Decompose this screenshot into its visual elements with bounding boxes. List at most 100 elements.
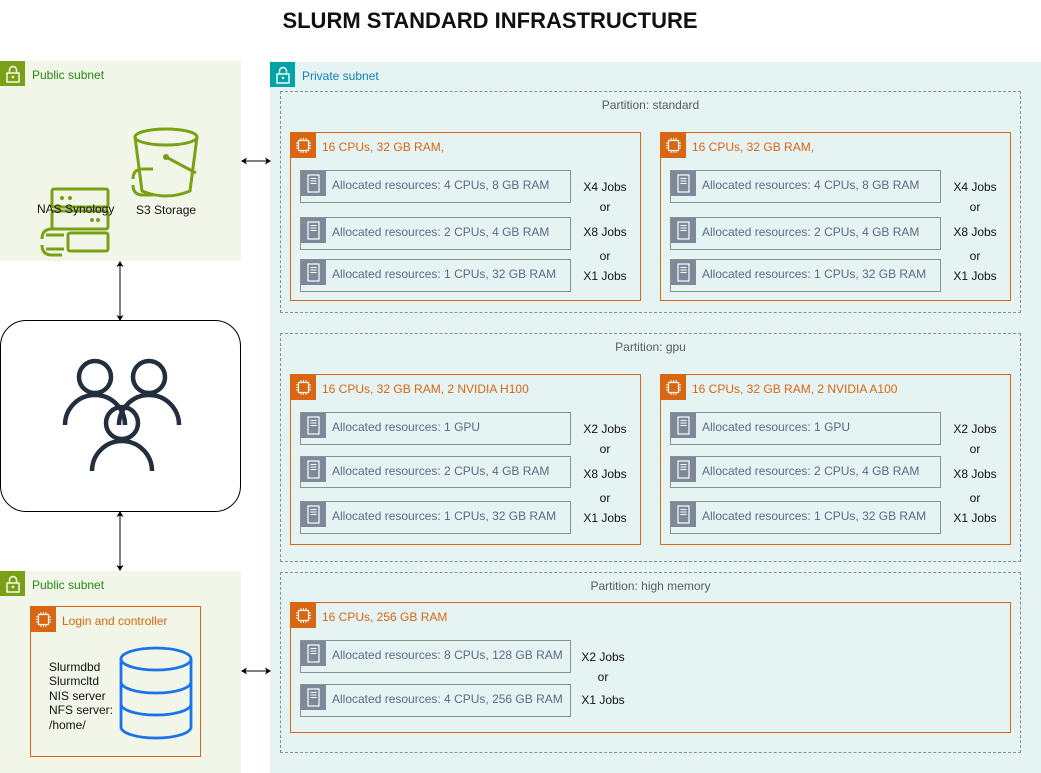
server-icon: [671, 260, 696, 285]
job-count-label: X8 Jobs: [953, 467, 997, 481]
compute-node[interactable]: 16 CPUs, 32 GB RAM,: [290, 132, 641, 301]
service-home-path: /home/: [49, 718, 86, 732]
or-label: or: [599, 491, 611, 505]
node-spec-label: 16 CPUs, 256 GB RAM: [322, 610, 448, 624]
job-count-label: X2 Jobs: [953, 422, 997, 436]
login-controller-node[interactable]: Login and controller Slurmdbd Slurmcltd …: [30, 606, 201, 757]
service-nfs-server: NFS server:: [49, 703, 114, 717]
allocated-resources-box[interactable]: Allocated resources: 1 CPUs, 32 GB RAM: [300, 259, 571, 292]
node-spec-label: 16 CPUs, 32 GB RAM,: [322, 140, 445, 154]
or-label: or: [597, 670, 609, 684]
public-subnet-label: Public subnet: [32, 578, 105, 592]
job-count-label: X2 Jobs: [583, 422, 627, 436]
arrow-storage-private: [241, 157, 271, 165]
users-group-icon[interactable]: [61, 355, 183, 475]
allocated-resources-label: Allocated resources: 2 CPUs, 4 GB RAM: [332, 225, 550, 239]
or-label: or: [969, 442, 981, 456]
server-icon: [671, 413, 696, 438]
cpu-chip-icon: [291, 375, 316, 400]
allocated-resources-label: Allocated resources: 4 CPUs, 8 GB RAM: [332, 178, 550, 192]
or-label: or: [599, 442, 611, 456]
partition-label: Partition: standard: [601, 98, 700, 112]
allocated-resources-label: Allocated resources: 1 GPU: [702, 420, 851, 434]
allocated-resources-label: Allocated resources: 1 CPUs, 32 GB RAM: [702, 267, 927, 281]
s3-storage-label: S3 Storage: [136, 203, 197, 217]
allocated-resources-box[interactable]: Allocated resources: 1 CPUs, 32 GB RAM: [670, 259, 941, 292]
job-count-label: X1 Jobs: [581, 693, 625, 707]
partition-box: Partition: gpu: [280, 333, 1021, 562]
allocated-resources-box[interactable]: Allocated resources: 4 CPUs, 256 GB RAM: [300, 684, 571, 717]
login-controller-label: Login and controller: [62, 614, 168, 628]
s3-bucket-icon[interactable]: [130, 127, 202, 199]
job-count-label: X1 Jobs: [953, 269, 997, 283]
node-spec-label: 16 CPUs, 32 GB RAM, 2 NVIDIA A100: [692, 382, 898, 396]
cpu-chip-icon: [291, 603, 316, 628]
compute-node[interactable]: 16 CPUs, 32 GB RAM,: [660, 132, 1011, 301]
or-label: or: [599, 200, 611, 214]
allocated-resources-box[interactable]: Allocated resources: 2 CPUs, 4 GB RAM: [670, 217, 941, 250]
allocated-resources-box[interactable]: Allocated resources: 2 CPUs, 4 GB RAM: [300, 456, 571, 488]
arrow-storage-users: [116, 261, 124, 321]
cpu-chip-icon: [291, 133, 316, 158]
cpu-chip-icon: [31, 607, 56, 632]
or-label: or: [969, 200, 981, 214]
allocated-resources-box[interactable]: Allocated resources: 1 CPUs, 32 GB RAM: [300, 501, 571, 534]
server-icon: [301, 685, 326, 710]
job-count-label: X8 Jobs: [583, 225, 627, 239]
allocated-resources-label: Allocated resources: 4 CPUs, 8 GB RAM: [702, 178, 920, 192]
compute-node[interactable]: 16 CPUs, 32 GB RAM, 2 NVIDIA H100: [290, 374, 641, 545]
lock-icon: [0, 61, 25, 86]
allocated-resources-box[interactable]: Allocated resources: 2 CPUs, 4 GB RAM: [300, 217, 571, 250]
allocated-resources-box[interactable]: Allocated resources: 1 GPU: [670, 412, 941, 445]
users-box: [0, 320, 241, 512]
cpu-chip-icon: [661, 375, 686, 400]
job-count-label: X1 Jobs: [953, 511, 997, 525]
or-label: or: [969, 249, 981, 263]
job-count-label: X1 Jobs: [583, 269, 627, 283]
server-icon: [301, 457, 326, 482]
job-count-label: X4 Jobs: [583, 180, 627, 194]
allocated-resources-box[interactable]: Allocated resources: 1 GPU: [300, 412, 571, 445]
diagram-title: SLURM STANDARD INFRASTRUCTURE: [282, 8, 698, 33]
node-spec-label: 16 CPUs, 32 GB RAM,: [692, 140, 815, 154]
allocated-resources-box[interactable]: Allocated resources: 2 CPUs, 4 GB RAM: [670, 456, 941, 488]
service-slurmcltd: Slurmcltd: [49, 674, 100, 688]
partition-box: Partition: standard: [280, 91, 1021, 313]
server-icon: [671, 457, 696, 482]
server-icon: [301, 260, 326, 285]
or-label: or: [969, 491, 981, 505]
service-nis-server: NIS server: [49, 689, 106, 703]
arrow-controller-private: [241, 667, 271, 675]
database-icon[interactable]: [119, 646, 193, 740]
allocated-resources-label: Allocated resources: 8 CPUs, 128 GB RAM: [332, 648, 563, 662]
service-slurmdbd: Slurmdbd: [49, 660, 101, 674]
job-count-label: X2 Jobs: [581, 650, 625, 664]
job-count-label: X8 Jobs: [953, 225, 997, 239]
private-subnet: Private subnet: [270, 62, 1041, 773]
compute-node[interactable]: 16 CPUs, 32 GB RAM, 2 NVIDIA A100: [660, 374, 1011, 545]
lock-icon: [270, 62, 295, 87]
server-icon: [301, 413, 326, 438]
allocated-resources-box[interactable]: Allocated resources: 4 CPUs, 8 GB RAM: [300, 170, 571, 203]
allocated-resources-label: Allocated resources: 1 CPUs, 32 GB RAM: [332, 267, 557, 281]
allocated-resources-box[interactable]: Allocated resources: 8 CPUs, 128 GB RAM: [300, 640, 571, 673]
job-count-label: X1 Jobs: [583, 511, 627, 525]
server-icon: [301, 641, 326, 666]
partition-label: Partition: gpu: [615, 340, 686, 354]
allocated-resources-label: Allocated resources: 4 CPUs, 256 GB RAM: [332, 692, 563, 706]
allocated-resources-label: Allocated resources: 2 CPUs, 4 GB RAM: [332, 464, 550, 478]
server-icon: [671, 502, 696, 527]
server-icon: [671, 218, 696, 243]
allocated-resources-label: Allocated resources: 1 CPUs, 32 GB RAM: [702, 509, 927, 523]
allocated-resources-box[interactable]: Allocated resources: 1 CPUs, 32 GB RAM: [670, 501, 941, 534]
server-icon: [671, 171, 696, 196]
allocated-resources-box[interactable]: Allocated resources: 4 CPUs, 8 GB RAM: [670, 170, 941, 203]
public-subnet-bottom: Public subnet Login and controller Slurm…: [0, 571, 241, 773]
nas-storage-gateway-icon[interactable]: [40, 187, 112, 257]
server-icon: [301, 218, 326, 243]
allocated-resources-label: Allocated resources: 1 GPU: [332, 420, 481, 434]
compute-node[interactable]: 16 CPUs, 256 GB RAM: [290, 602, 1011, 733]
public-subnet-label: Public subnet: [32, 68, 105, 82]
server-icon: [301, 502, 326, 527]
private-subnet-label: Private subnet: [302, 69, 379, 83]
